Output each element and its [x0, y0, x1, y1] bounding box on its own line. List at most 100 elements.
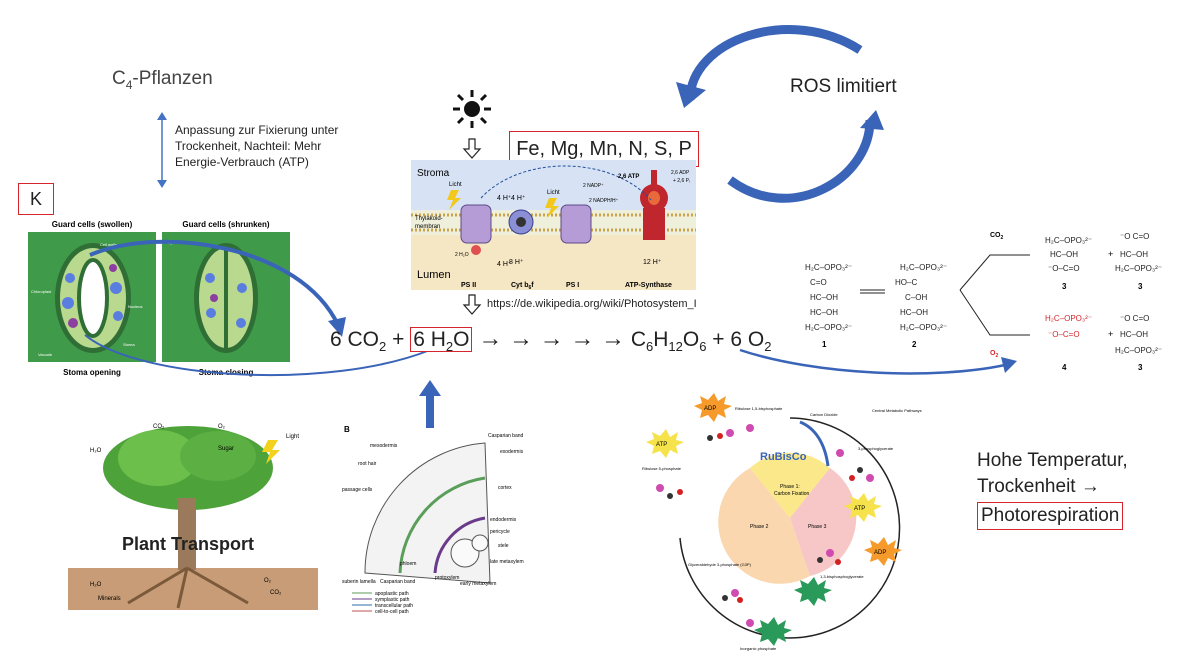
- compound-number: 1: [822, 340, 827, 349]
- root-label: Casparian band: [488, 433, 524, 439]
- svg-text:HO–C: HO–C: [895, 278, 917, 287]
- tree-canopy: [103, 426, 273, 510]
- plant-transport-image: Plant Transport CO₂ O₂ H₂O Sugar Light H…: [68, 418, 318, 610]
- lightning-icon: [262, 440, 280, 464]
- root-cross-section-image: B Casparian band exodermis mesodermis ro…: [342, 425, 524, 615]
- calvin-label: Inorganic phosphate: [740, 646, 777, 651]
- equation-to-o2-arrow-icon: [739, 348, 1017, 375]
- transport-label: O₂: [218, 424, 226, 430]
- atp-burst-icon: [646, 429, 684, 458]
- stomata-left-title: Guard cells (swollen): [52, 220, 133, 229]
- calvin-label: 1,3-bisphosphoglycerate: [820, 574, 864, 579]
- stroma-label: Stroma: [417, 168, 450, 179]
- potassium-box: K: [18, 183, 54, 215]
- licht-label: Licht: [547, 190, 560, 196]
- nadp-label: 2 NADP⁺: [583, 183, 604, 189]
- thylakoid-membrane-diagram: Stroma Thylakoid- membran Lumen Licht Li…: [411, 160, 696, 290]
- pi-label: + 2,6 Pᵢ: [673, 178, 690, 184]
- adp-label: ADP: [874, 550, 886, 556]
- photorespiration-text: Hohe Temperatur, Trockenheit → Photoresp…: [977, 448, 1128, 530]
- membran-label: membran: [415, 224, 440, 230]
- adp-burst-icon: [864, 537, 902, 566]
- cyt-b6f-complex: [508, 209, 534, 235]
- atp-label: ATP: [656, 442, 667, 448]
- photosynthesis-equation: 6 CO2 + 6 H2O → → → → → C6H12O6 + 6 O2: [330, 325, 772, 355]
- sun-icon: [453, 90, 491, 128]
- licht-label: Licht: [449, 182, 462, 188]
- svg-text:HC–OH: HC–OH: [1120, 250, 1148, 259]
- photorespiration-box: Photorespiration: [977, 502, 1124, 530]
- calvin-label: 3-phosphoglycerate: [858, 446, 894, 451]
- svg-text:symplastic path: symplastic path: [375, 597, 410, 603]
- root-figure-label: B: [344, 425, 350, 434]
- ros-label: ROS limitiert: [790, 76, 897, 97]
- transport-label: H₂O: [90, 582, 102, 588]
- adp-label: ADP: [704, 406, 716, 412]
- transport-label: H₂O: [90, 448, 102, 454]
- svg-text:⁻O–C=O: ⁻O–C=O: [1048, 264, 1080, 273]
- wiki-link[interactable]: https://de.wikipedia.org/wiki/Photosyste…: [487, 298, 697, 310]
- phase-label: Carbon Fixation: [774, 491, 810, 497]
- root-label: mesodermis: [370, 443, 398, 449]
- root-label: exodermis: [500, 449, 524, 455]
- svg-text:HC–OH: HC–OH: [1120, 330, 1148, 339]
- psii-label: PS II: [461, 282, 476, 289]
- psi-complex: [560, 204, 592, 244]
- root-label: passage cells: [342, 487, 373, 493]
- atp-synthase-label: ATP-Synthase: [625, 282, 672, 289]
- phosphate-burst-icon: [754, 617, 792, 646]
- pga-structure: H₂C–OPO₃²⁻HC–OH⁻O–C=O ⁻O C=OHC–OHH₂C–OPO…: [1045, 232, 1162, 273]
- root-label: root hair: [358, 461, 377, 467]
- svg-text:HC–OH: HC–OH: [810, 308, 838, 317]
- co2-label: CO2: [990, 232, 1004, 241]
- svg-text:transcellular path: transcellular path: [375, 603, 413, 609]
- phase-label: Phase 2: [750, 524, 769, 530]
- compound-number: 3: [1138, 363, 1143, 372]
- adp-burst-icon: [694, 393, 732, 422]
- calvin-phase-wedges: [718, 452, 857, 584]
- root-label: suberin lamella: [342, 579, 376, 585]
- svg-text:H₂C–OPO₃²⁻: H₂C–OPO₃²⁻: [900, 263, 947, 272]
- water-box: 6 H2O: [410, 327, 473, 354]
- lumen-label: Lumen: [417, 269, 451, 281]
- root-label: late metaxylem: [490, 559, 524, 565]
- adp-label: 2,6 ADP: [671, 170, 690, 176]
- svg-text:⁻O C=O: ⁻O C=O: [1120, 232, 1149, 241]
- psi-label: PS I: [566, 282, 579, 289]
- molecules: [656, 424, 874, 627]
- root-cells: [364, 442, 491, 584]
- proton-label: 12 H⁺: [643, 259, 662, 266]
- proton-label: 4 H⁺: [497, 195, 512, 202]
- proton-label: 8 H⁺: [509, 259, 524, 266]
- stomata-to-equation-arrow-icon: [89, 239, 346, 337]
- calvin-label: Carbon Dioxide: [810, 412, 838, 417]
- plant-transport-title: Plant Transport: [122, 534, 254, 554]
- svg-text:C–OH: C–OH: [905, 293, 927, 302]
- swollen-guard-cells: [55, 243, 131, 353]
- svg-text:H₂C–OPO₃²⁻: H₂C–OPO₃²⁻: [1045, 236, 1092, 245]
- compound-number: 3: [1062, 282, 1067, 291]
- stomata-right-caption: Stoma closing: [199, 368, 254, 377]
- svg-text:H₂C–OPO₃²⁻: H₂C–OPO₃²⁻: [805, 323, 852, 332]
- root-label: pericycle: [490, 529, 510, 535]
- svg-text:⁻O C=O: ⁻O C=O: [1120, 314, 1149, 323]
- phase-label: Phase 3: [808, 524, 827, 530]
- ros-cycle-arrows-icon: [676, 25, 884, 203]
- root-label: early metaxylem: [460, 581, 496, 587]
- stoma-curve-line: [84, 334, 431, 376]
- root-legend: apoplastic path symplastic path transcel…: [352, 591, 413, 615]
- atp-synthase: [640, 170, 668, 240]
- phase-label: Phase 1:: [780, 484, 800, 490]
- transport-label: Minerals: [98, 596, 121, 602]
- transport-label: Sugar: [218, 446, 234, 452]
- nadph-label: 2 NADPH/H⁺: [589, 198, 619, 204]
- svg-text:H₂C–OPO₃²⁻: H₂C–OPO₃²⁻: [1115, 264, 1162, 273]
- plus-sign: +: [1108, 329, 1113, 339]
- calvin-label: Central Metabolic Pathways: [872, 408, 922, 413]
- transport-label: O₂: [264, 578, 272, 584]
- up-thick-arrow-icon: [419, 380, 441, 428]
- stomata-left-caption: Stoma opening: [63, 368, 121, 377]
- stomata-label: Stoma: [123, 342, 135, 347]
